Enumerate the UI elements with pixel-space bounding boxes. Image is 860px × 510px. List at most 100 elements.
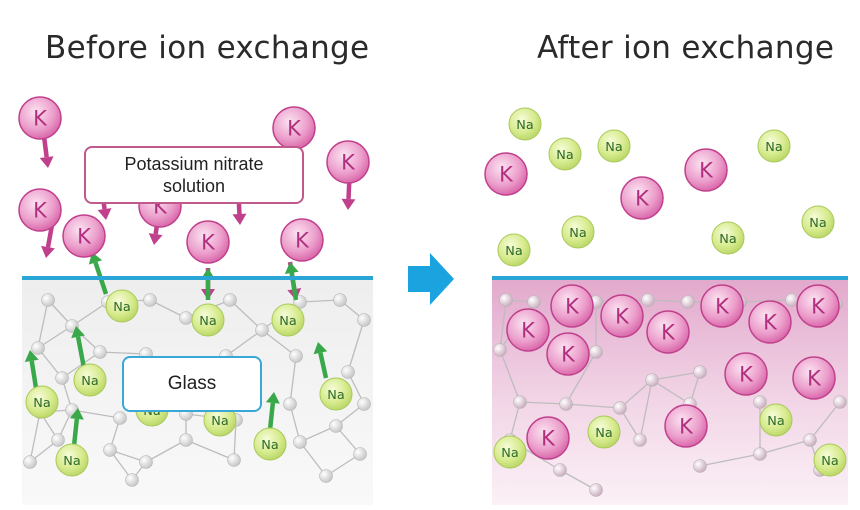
transition-arrow [408,253,454,305]
potassium-ion: K [646,310,690,354]
glass-before-atom [223,293,237,307]
glass-before-atom [357,397,371,411]
glass-before-bond [347,319,365,373]
glass-before-bond [185,439,235,461]
svg-text:Na: Na [199,314,216,329]
svg-text:Na: Na [605,140,622,155]
glass-after-atom [589,345,603,359]
glass-before-atom [51,433,65,447]
glass-label: Glass [122,356,262,412]
potassium-ion: K [550,284,594,328]
glass-after-bond [519,401,567,405]
glass-before-bond [225,329,263,357]
glass-after-bond [809,401,841,441]
potassium-ion: K [62,214,106,258]
glass-before-atom [143,293,157,307]
svg-text:Na: Na [719,232,736,247]
glass-after-atom [803,433,817,447]
glass-after-atom [753,395,767,409]
sodium-ion: Na [548,137,582,171]
glass-before-atom [179,433,193,447]
potassium-ion: K [326,140,370,184]
glass-before-atom [293,435,307,449]
svg-text:Na: Na [211,414,228,429]
sodium-ion: Na [508,107,542,141]
svg-text:Na: Na [569,226,586,241]
glass-surface-before [22,276,373,280]
sodium-outward-arrow [265,392,280,431]
glass-before-atom [341,365,355,379]
glass-before-atom [113,411,127,425]
glass-before-bond [261,329,297,357]
glass-before-bond [299,441,327,477]
glass-before-bond [145,439,187,463]
potassium-ion: K [796,284,840,328]
svg-text:Na: Na [767,414,784,429]
glass-before-bond [37,299,49,349]
potassium-ion: K [600,294,644,338]
potassium-ion: K [506,308,550,352]
svg-text:Na: Na [279,314,296,329]
glass-before-atom [55,371,69,385]
glass-before-atom [179,311,193,325]
glass-before-atom [319,469,333,483]
glass-after-atom [493,343,507,357]
potassium-ion: K [664,404,708,448]
glass-after-bond [559,469,597,491]
glass-after-atom [693,365,707,379]
glass-before-atom [255,323,269,337]
glass-after-atom [833,395,847,409]
svg-text:K: K [33,107,48,131]
svg-text:K: K [679,415,694,439]
glass-after-atom [633,433,647,447]
potassium-ion: K [620,176,664,220]
sodium-ion: Na [493,435,527,469]
potassium-ion: K [684,148,728,192]
glass-after-bond [619,379,653,409]
svg-text:Na: Na [821,454,838,469]
svg-text:K: K [287,117,302,141]
before-title: Before ion exchange [45,30,370,66]
solution-label-line2: solution [162,176,226,196]
glass-before-atom [31,341,45,355]
svg-text:K: K [33,199,48,223]
sodium-outward-arrow [71,326,87,369]
glass-after-atom [693,459,707,473]
glass-after-atom [527,295,541,309]
glass-before-atom [103,443,117,457]
glass-after-atom [613,401,627,415]
potassium-ion: K [18,188,62,232]
svg-text:Na: Na [81,374,98,389]
sodium-ion: Na [319,377,353,411]
svg-text:K: K [541,427,556,451]
sodium-ion: Na [191,303,225,337]
glass-after-bond [499,349,521,403]
svg-text:Na: Na [327,388,344,403]
glass-after-bond [651,379,691,405]
sodium-ion: Na [711,221,745,255]
sodium-ion: Na [757,129,791,163]
potassium-inward-arrow [39,135,54,168]
svg-text:K: K [521,319,536,343]
glass-after-atom [499,293,513,307]
glass-before-bond [229,299,263,331]
sodium-ion: Na [561,215,595,249]
svg-text:Na: Na [113,300,130,315]
after-title: After ion exchange [537,30,835,66]
sodium-ion: Na [497,233,531,267]
glass-after-bond [565,403,621,409]
glass-before-atom [329,419,343,433]
sodium-ion: Na [813,443,847,477]
potassium-ion: K [546,332,590,376]
glass-before-atom [125,473,139,487]
potassium-ion: K [700,284,744,328]
glass-before-atom [23,455,37,469]
glass-after-atom [513,395,527,409]
glass-before-bond [71,409,121,419]
sodium-ion: Na [73,363,107,397]
glass-after-bond [699,453,761,467]
svg-text:Na: Na [556,148,573,163]
